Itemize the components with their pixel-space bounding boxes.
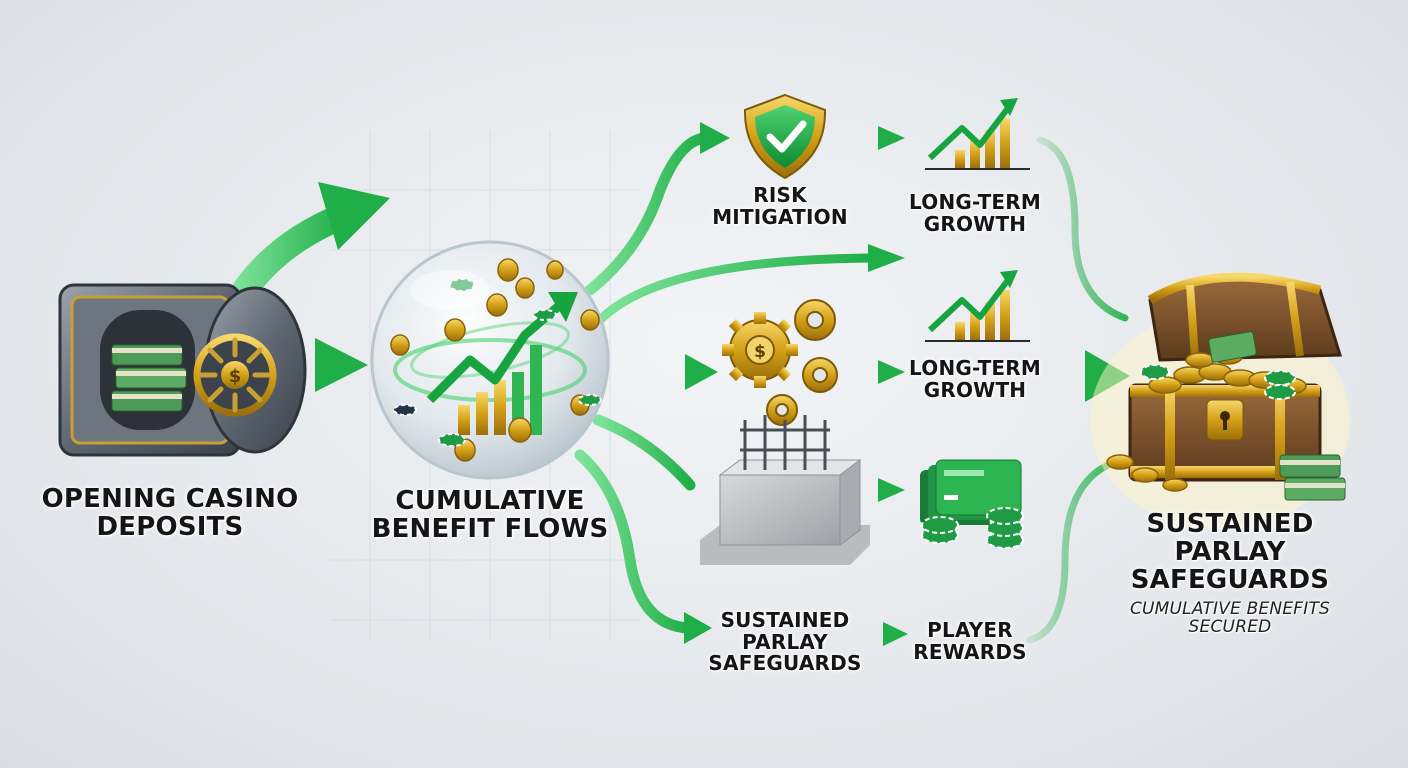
label-sustained-parlay-safeguards-small: Sustained Parlay Safeguards bbox=[695, 608, 875, 676]
arrow-growth-top-chest bbox=[1036, 136, 1129, 322]
casino-chip-icon bbox=[1140, 364, 1296, 400]
growth-chart-icon bbox=[925, 98, 1030, 170]
label-opening-casino-deposits: Opening Casino Deposits bbox=[20, 485, 320, 541]
shield-check-icon bbox=[743, 93, 827, 180]
arrow-head bbox=[315, 338, 368, 392]
label-line: Opening Casino bbox=[41, 484, 299, 514]
arrow-to-safeguards bbox=[574, 449, 694, 634]
reward-cards-icon bbox=[920, 459, 1024, 549]
label-line: Growth bbox=[923, 377, 1027, 402]
arrow-head bbox=[684, 612, 712, 644]
label-line: Cumulative bbox=[395, 486, 585, 516]
label-line: Parlay bbox=[1174, 537, 1286, 568]
label-cumulative-benefit-flows: Cumulative Benefit Flows bbox=[355, 487, 625, 543]
coin-icon bbox=[390, 258, 600, 462]
label-risk-mitigation: Risk Mitigation bbox=[695, 183, 865, 229]
caption-line: Secured bbox=[1188, 617, 1272, 638]
foundation-block-icon bbox=[700, 415, 870, 565]
arrow-head bbox=[878, 478, 905, 502]
arrow-to-foundation bbox=[592, 414, 696, 491]
label-line: Safeguards bbox=[1130, 565, 1330, 596]
label-long-term-growth-mid: Long-Term Growth bbox=[895, 356, 1055, 402]
label-line: Player bbox=[927, 618, 1013, 642]
label-line: Sustained bbox=[720, 608, 850, 632]
treasure-chest-icon bbox=[1090, 272, 1350, 530]
arrow-head bbox=[878, 360, 905, 384]
label-line: Growth bbox=[923, 211, 1027, 236]
label-line: Long-Term bbox=[909, 356, 1041, 380]
label-line: Risk bbox=[753, 183, 807, 207]
casino-chip-icon bbox=[921, 507, 1024, 549]
label-line: Mitigation bbox=[712, 204, 848, 229]
growth-sphere-icon bbox=[370, 240, 610, 480]
arrow-rewards-chest bbox=[1026, 458, 1119, 644]
label-line: Benefit Flows bbox=[371, 514, 609, 545]
arrow-head bbox=[868, 244, 905, 272]
vault-icon: $ bbox=[58, 283, 307, 457]
label-line: Deposits bbox=[96, 512, 244, 543]
money-stack-icon bbox=[111, 344, 187, 412]
arrow-head bbox=[878, 126, 905, 150]
label-line: Parlay bbox=[742, 629, 828, 654]
label-line: Rewards bbox=[913, 639, 1027, 664]
caption-cumulative-benefits-secured: Cumulative Benefits Secured bbox=[1100, 600, 1360, 637]
arrow-to-risk bbox=[584, 132, 711, 296]
label-line: Sustained bbox=[1146, 509, 1314, 539]
svg-text:$: $ bbox=[229, 366, 242, 387]
growth-chart-icon bbox=[925, 270, 1030, 342]
caption-line: Cumulative Benefits bbox=[1129, 599, 1331, 619]
arrow-to-growth-top bbox=[595, 253, 875, 325]
casino-chip-icon bbox=[393, 278, 602, 447]
bar-chart bbox=[458, 345, 542, 435]
label-line: Safeguards bbox=[708, 651, 862, 676]
gears-icon: $ bbox=[722, 299, 838, 426]
arrow-head bbox=[318, 182, 390, 250]
arrow-head bbox=[700, 122, 730, 154]
label-sustained-parlay-safeguards-final: Sustained Parlay Safeguards bbox=[1110, 510, 1350, 594]
money-stack-icon bbox=[1208, 331, 1346, 501]
arrow-head bbox=[883, 622, 908, 646]
svg-text:$: $ bbox=[754, 342, 766, 362]
arrow-head bbox=[685, 354, 718, 390]
label-long-term-growth-top: Long-Term Growth bbox=[895, 190, 1055, 236]
flow-arrows bbox=[222, 122, 1130, 646]
label-player-rewards: Player Rewards bbox=[895, 618, 1045, 664]
label-line: Long-Term bbox=[909, 190, 1041, 214]
